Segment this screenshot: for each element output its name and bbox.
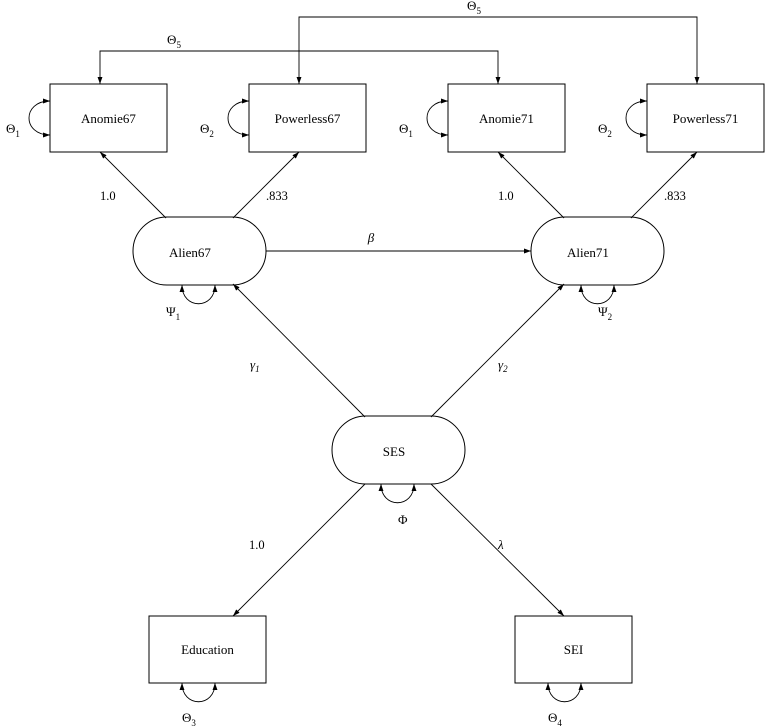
variance-loop-powerless71: [625, 98, 648, 138]
path-label-gamma2: γ2: [498, 357, 508, 374]
variance-loop-education: [179, 682, 218, 703]
indicator-education: Education: [148, 615, 267, 684]
latent-label: Alien67: [169, 245, 211, 260]
loading-alien67-anomie67: [99, 151, 167, 219]
loading-alien71-anomie71: [497, 151, 565, 219]
latent-label: SES: [383, 444, 405, 459]
variance-label-theta1-anomie67: Θ1: [6, 121, 20, 139]
indicator-anomie67: Anomie67: [49, 83, 168, 153]
latent-label: Alien71: [567, 245, 609, 260]
indicator-label: Anomie71: [479, 111, 534, 126]
covariance-label-theta5-anomie: Θ5: [167, 32, 181, 50]
loading-alien71-powerless71: [630, 151, 698, 219]
loading-ses-education: [232, 483, 366, 617]
variance-loop-sei: [545, 682, 584, 703]
loading-label-anomie71: 1.0: [498, 189, 514, 203]
variance-label-phi: Φ: [398, 512, 408, 527]
indicator-label: Anomie67: [81, 111, 136, 126]
covariance-powerless67-powerless71: [296, 16, 700, 84]
path-label-beta: β: [367, 230, 375, 245]
loading-ses-sei: [430, 483, 565, 617]
indicator-powerless67: Powerless67: [248, 83, 367, 153]
variance-label-theta3: Θ3: [182, 710, 196, 727]
loading-alien67-powerless67: [232, 151, 300, 219]
variance-loop-anomie67: [28, 98, 51, 138]
indicator-sei: SEI: [514, 615, 633, 684]
path-label-gamma1: γ1: [250, 357, 260, 374]
variance-label-psi2: Ψ2: [598, 304, 612, 322]
variance-label-theta2-powerless71: Θ2: [598, 121, 612, 139]
variance-loop-ses: [378, 483, 417, 504]
loading-label-anomie67: 1.0: [100, 189, 116, 203]
latent-alien71: Alien71: [530, 216, 665, 286]
loading-label-sei: λ: [497, 537, 504, 552]
variance-loop-alien71: [578, 284, 617, 305]
variance-label-theta4: Θ4: [548, 710, 562, 727]
loading-label-powerless71: .833: [664, 189, 686, 203]
loading-label-powerless67: .833: [266, 189, 288, 203]
latent-ses: SES: [331, 415, 466, 485]
path-gamma2: [430, 283, 565, 418]
variance-loop-anomie71: [426, 98, 449, 138]
variance-label-psi1: Ψ1: [166, 304, 180, 322]
indicator-anomie71: Anomie71: [447, 83, 566, 153]
covariance-label-theta5-powerless: Θ5: [467, 0, 481, 16]
path-gamma1: [232, 283, 366, 418]
loading-label-education: 1.0: [249, 538, 265, 552]
indicator-label: SEI: [564, 642, 584, 657]
indicator-label: Education: [181, 642, 234, 657]
latent-alien67: Alien67: [132, 216, 267, 286]
variance-loop-alien67: [179, 284, 218, 305]
indicator-label: Powerless67: [275, 111, 341, 126]
indicator-powerless71: Powerless71: [646, 83, 765, 153]
variance-label-theta2-powerless67: Θ2: [200, 121, 214, 139]
variance-label-theta1-anomie71: Θ1: [399, 121, 413, 139]
indicator-label: Powerless71: [673, 111, 739, 126]
variance-loop-powerless67: [227, 98, 250, 138]
